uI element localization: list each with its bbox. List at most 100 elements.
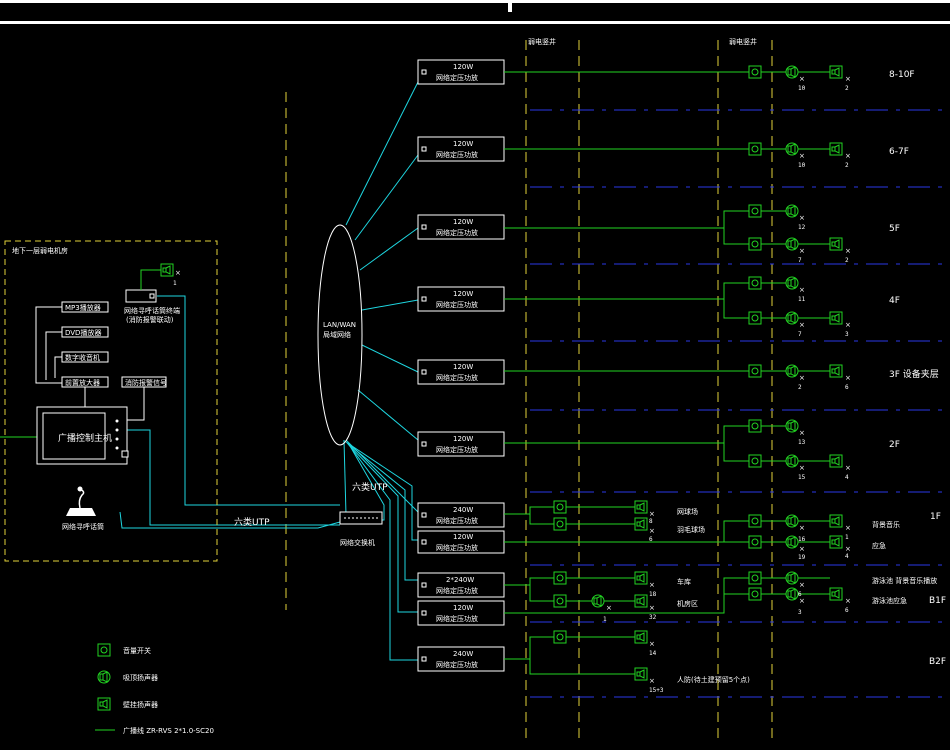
amp-power: 240W (453, 650, 473, 658)
svg-text:×: × (649, 640, 655, 648)
count: 32 (649, 614, 657, 621)
switch-label: 网络交换机 (340, 538, 375, 547)
ceiling-speaker-icon (785, 454, 799, 468)
svg-text:×: × (799, 597, 805, 605)
amplifier-a5: 120W 网络定压功放 (417, 359, 505, 385)
svg-text:×: × (799, 214, 805, 222)
volume-switch-icon (97, 643, 111, 657)
floor-label: 1F (930, 512, 941, 522)
count: 7 (798, 257, 802, 264)
floor-label: B1F (929, 596, 946, 606)
count: 12 (798, 224, 806, 231)
floor-label: 5F (889, 224, 900, 234)
count: 3 (845, 331, 849, 338)
cloud-label-1: LAN/WAN (323, 321, 356, 329)
terminal-sublabel: (消防报警联动) (126, 315, 174, 324)
ceiling-speaker-icon (785, 587, 799, 601)
wall-speaker-icon (634, 594, 648, 608)
volume-switch-icon (748, 237, 762, 251)
count: 10 (798, 162, 806, 169)
wall-speaker-icon (160, 263, 174, 277)
amp-power: 120W (453, 140, 473, 148)
svg-text:×: × (649, 510, 655, 518)
amp-power: 120W (453, 218, 473, 226)
shaft-label-left: 弱电竖井 (528, 37, 556, 46)
cable-label-2: 六类UTP (234, 516, 270, 528)
amp-power: 2*240W (446, 576, 474, 584)
x-marks: ×× ×× ××× ××× ×× ××× ×× ×× ×× ××× ××× ××… (175, 75, 851, 685)
dvd-label: DVD播放器 (65, 328, 101, 337)
machine-room: 地下一层弱电机房 MP3播放器 DVD播放器 数字收音机 前置放大器 广播控制主 (4, 240, 218, 562)
wall-speaker-icon (634, 500, 648, 514)
svg-text:×: × (845, 597, 851, 605)
count: 11 (798, 296, 806, 303)
amplifier-a4: 120W 网络定压功放 (417, 286, 505, 312)
volume-switch-icon (748, 571, 762, 585)
volume-switch-icon (748, 419, 762, 433)
ceiling-speaker-icon (785, 237, 799, 251)
svg-text:×: × (799, 429, 805, 437)
count: 6 (845, 607, 849, 614)
wall-speaker-icon (829, 65, 843, 79)
count: 14 (649, 650, 657, 657)
room-title: 地下一层弱电机房 (12, 246, 68, 255)
amp-power: 240W (453, 506, 473, 514)
amp-type: 网络定压功放 (436, 516, 478, 525)
svg-text:×: × (845, 321, 851, 329)
amp-type: 网络定压功放 (436, 660, 478, 669)
zone-labels: 网球场 羽毛球场 背景音乐 应急 车库 机房区 游泳池 背景音乐播放 游泳池应急… (677, 507, 937, 684)
volume-switch-icon (553, 630, 567, 644)
amplifier-a10: 120W 网络定压功放 (417, 600, 505, 626)
shaft-label-right: 弱电竖井 (729, 37, 757, 46)
volume-switch-icon (553, 571, 567, 585)
svg-text:×: × (799, 374, 805, 382)
wall-speaker-icon (634, 630, 648, 644)
wall-speaker-icon (829, 364, 843, 378)
count: 2 (845, 85, 849, 92)
digital-tuner: 数字收音机 (61, 351, 109, 363)
network-switch (339, 511, 383, 525)
legend-label: 广播线 ZR-RVS 2*1.0-SC20 (123, 726, 214, 735)
svg-text:×: × (799, 75, 805, 83)
wall-speaker-icon (97, 697, 111, 711)
ceiling-speaker-icon (785, 514, 799, 528)
zone-label: 游泳池 背景音乐播放 (872, 576, 937, 585)
svg-text:×: × (649, 677, 655, 685)
count: 4 (845, 474, 849, 481)
cable-label-1: 六类UTP (352, 481, 388, 493)
count: 1 (845, 534, 849, 541)
floor-labels: 8-10F 6-7F 5F 4F 3F 设备夹层 2F 1F B1F B2F (889, 70, 946, 667)
count: 6 (845, 384, 849, 391)
svg-text:×: × (606, 604, 612, 612)
volume-switch-icon (553, 500, 567, 514)
legend-label: 吸顶扬声器 (123, 673, 158, 682)
count: 6 (798, 591, 802, 598)
volume-switch-icon (553, 594, 567, 608)
wall-speaker-icon (829, 535, 843, 549)
volume-switch-icon (553, 517, 567, 531)
ceiling-speaker-icon (97, 670, 111, 684)
amp-type: 网络定压功放 (436, 614, 478, 623)
amplifier-a9: 2*240W 网络定压功放 (417, 572, 505, 598)
wall-speaker-icon (829, 454, 843, 468)
amp-power: 120W (453, 363, 473, 371)
count: 2 (845, 257, 849, 264)
count: 16 (798, 536, 806, 543)
floor-label: 4F (889, 296, 900, 306)
floor-dividers (530, 109, 950, 698)
count: 1 (173, 280, 177, 287)
svg-text:×: × (845, 152, 851, 160)
svg-text:×: × (845, 374, 851, 382)
floor-label: 3F 设备夹层 (889, 368, 939, 380)
count: 4 (845, 553, 849, 560)
count: 2 (845, 162, 849, 169)
top-frame (0, 0, 950, 24)
zone-label: 机房区 (677, 599, 698, 608)
ceiling-speaker-icon (785, 571, 799, 585)
svg-text:×: × (799, 321, 805, 329)
count: 10 (798, 85, 806, 92)
floor-label: 8-10F (889, 70, 915, 80)
preamplifier: 前置放大器 (61, 376, 109, 388)
svg-text:×: × (799, 464, 805, 472)
